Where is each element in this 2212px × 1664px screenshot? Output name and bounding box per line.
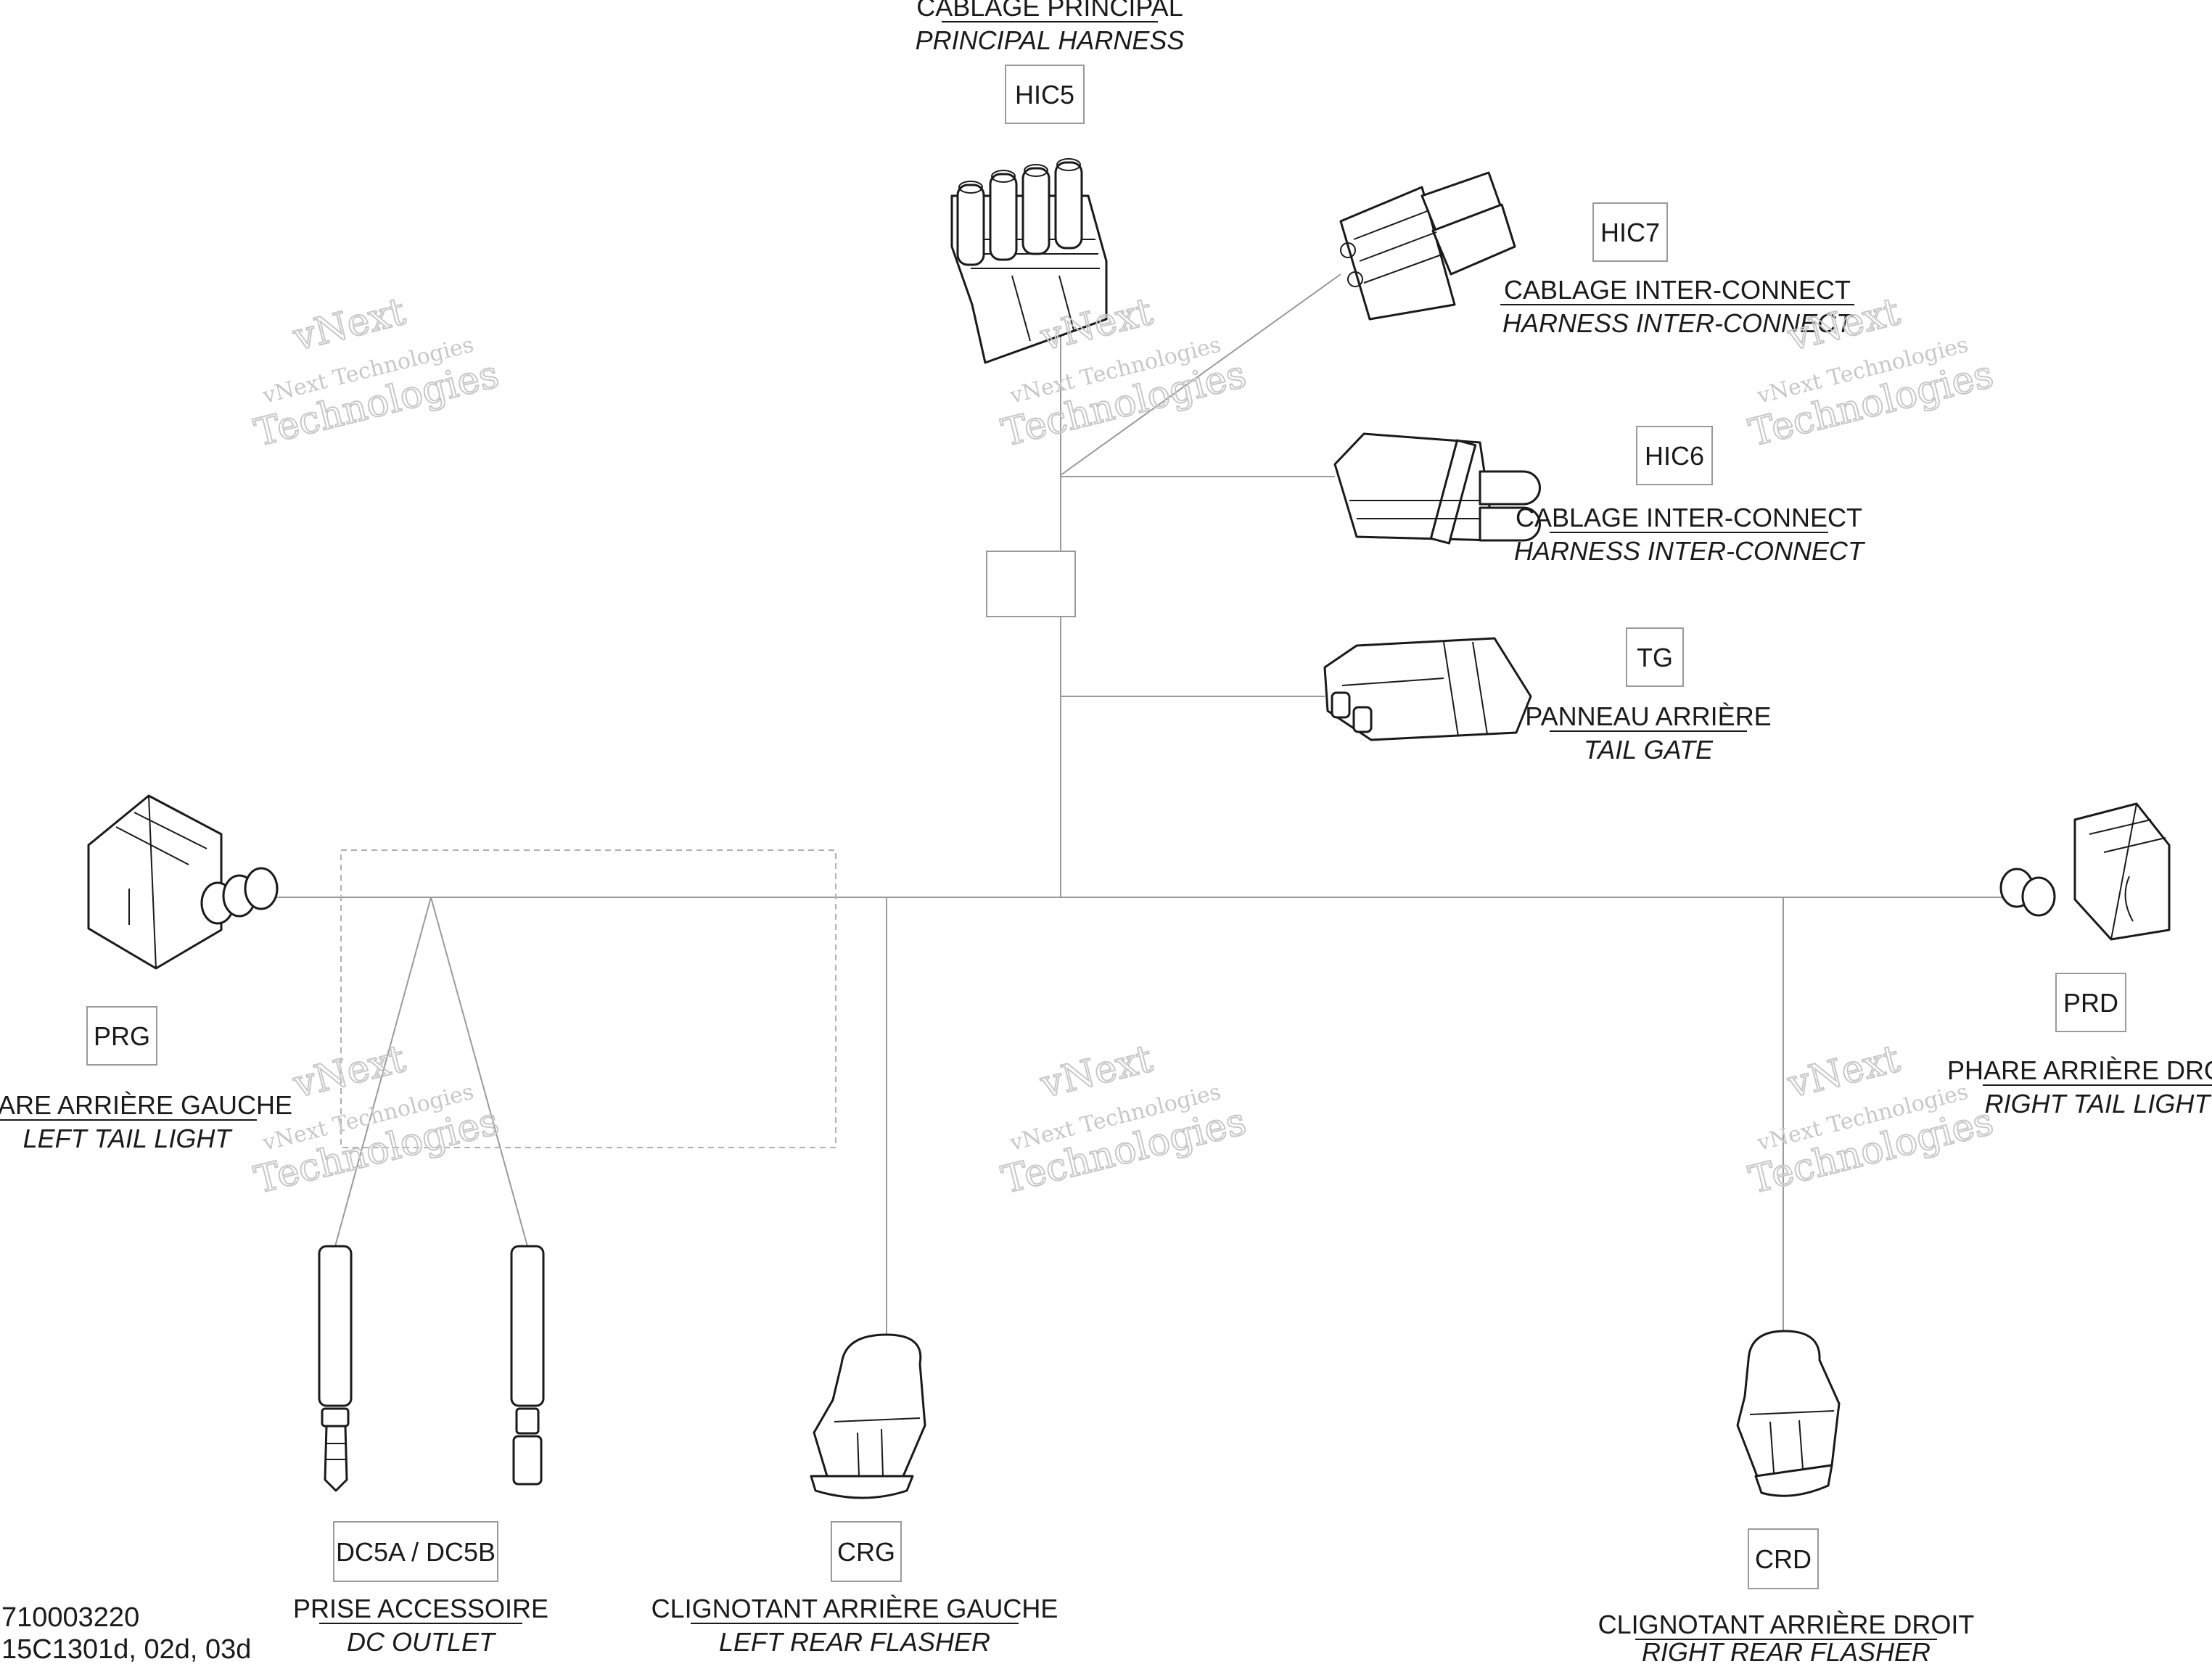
svg-text:vNext: vNext: [1036, 1037, 1157, 1107]
dc5-code-tag: DC5A / DC5B: [333, 1521, 498, 1582]
prg-label-en: LEFT TAIL LIGHT: [23, 1124, 234, 1153]
crg-code-tag: CRG: [831, 1521, 902, 1582]
footer-reference: 15C1301d, 02d, 03d: [1, 1634, 251, 1664]
crg-label-fr: CLIGNOTANT ARRIÈRE GAUCHE: [651, 1594, 1058, 1623]
hic7-connector-icon: [1339, 171, 1516, 321]
hic7-label-en: HARNESS INTER-CONNECT: [1502, 308, 1854, 338]
tg-label: PANNEAU ARRIÈRE TAIL GATE: [1525, 701, 1771, 765]
hic7-label: CABLAGE INTER-CONNECT HARNESS INTER-CONN…: [1500, 275, 1854, 338]
crg-code: CRG: [837, 1537, 895, 1567]
crg-label-en: LEFT REAR FLASHER: [719, 1627, 990, 1657]
wire-harness: [268, 273, 2002, 1338]
crg-label: CLIGNOTANT ARRIÈRE GAUCHE LEFT REAR FLAS…: [651, 1594, 1058, 1657]
prd-code: PRD: [2063, 988, 2118, 1018]
watermark-1: vNext vNext Technologies Technologies: [250, 289, 503, 456]
hic6-label-fr: CABLAGE INTER-CONNECT: [1516, 503, 1862, 532]
tg-label-en: TAIL GATE: [1584, 735, 1714, 765]
prg-code-tag: PRG: [86, 1006, 157, 1066]
tg-connector-icon: [1323, 637, 1532, 741]
crd-code: CRD: [1755, 1544, 1812, 1574]
hic6-connector-icon: [1333, 432, 1541, 545]
hic7-code-tag: HIC7: [1592, 202, 1668, 262]
prd-label: PHARE ARRIÈRE DROIT RIGHT TAIL LIGHT: [1947, 1055, 2212, 1119]
hic6-label: CABLAGE INTER-CONNECT HARNESS INTER-CONN…: [1514, 503, 1866, 566]
tg-label-fr: PANNEAU ARRIÈRE: [1525, 701, 1771, 731]
dc5-label: PRISE ACCESSOIRE DC OUTLET: [293, 1594, 548, 1657]
inline-component-box: [986, 551, 1076, 617]
dc5-label-fr: PRISE ACCESSOIRE: [293, 1594, 548, 1623]
wire-to-hic7: [1060, 273, 1341, 476]
dc5b-connector-icon: [510, 1245, 545, 1486]
hic5-label: CABLAGE PRINCIPAL PRINCIPAL HARNESS: [916, 0, 1185, 55]
tg-code-tag: TG: [1626, 627, 1684, 687]
hic6-code-tag: HIC6: [1636, 426, 1713, 485]
prg-code: PRG: [94, 1021, 150, 1051]
wire-to-dc5a: [334, 897, 432, 1247]
tg-code: TG: [1637, 643, 1673, 672]
wire-to-dc5b: [430, 897, 528, 1247]
prg-connector-icon: [87, 794, 279, 970]
svg-text:vNext: vNext: [289, 1037, 410, 1107]
hic7-label-fr: CABLAGE INTER-CONNECT: [1504, 275, 1851, 305]
hic5-code: HIC5: [1015, 80, 1074, 110]
crd-label-en: RIGHT REAR FLASHER: [1642, 1637, 1931, 1664]
hic6-label-en: HARNESS INTER-CONNECT: [1514, 536, 1866, 566]
watermark-6: vNext vNext Technologies Technologies: [1744, 1037, 1998, 1203]
prd-label-en: RIGHT TAIL LIGHT: [1985, 1089, 2212, 1119]
crd-label: CLIGNOTANT ARRIÈRE DROIT RIGHT REAR FLAS…: [1598, 1610, 1975, 1664]
prg-label-fr: PHARE ARRIÈRE GAUCHE: [0, 1090, 292, 1120]
watermarks: vNext vNext Technologies Technologies vN…: [250, 289, 1998, 1203]
svg-text:vNext: vNext: [1783, 1037, 1904, 1107]
hic5-connector-icon: [950, 158, 1108, 364]
svg-text:vNext: vNext: [289, 290, 410, 360]
footer-part-number: 710003220: [1, 1602, 139, 1633]
crd-label-fr: CLIGNOTANT ARRIÈRE DROIT: [1598, 1610, 1975, 1639]
prd-code-tag: PRD: [2055, 973, 2126, 1032]
prg-label: PHARE ARRIÈRE GAUCHE LEFT TAIL LIGHT: [0, 1090, 292, 1153]
crd-code-tag: CRD: [1748, 1528, 1819, 1589]
dc5-code: DC5A / DC5B: [336, 1537, 496, 1567]
connector-code-tags: HIC5 HIC7 HIC6 TG PRG PRD DC5A / DC5B C: [86, 65, 2126, 1589]
watermark-5: vNext vNext Technologies Technologies: [997, 1037, 1251, 1203]
prd-connector-icon: [1999, 802, 2171, 941]
dc5a-connector-icon: [318, 1245, 353, 1492]
dc5-label-en: DC OUTLET: [347, 1627, 497, 1657]
dc-outlet-zone-outline: [340, 849, 836, 1148]
crd-connector-icon: [1736, 1330, 1841, 1497]
prd-label-fr: PHARE ARRIÈRE DROIT: [1947, 1055, 2212, 1085]
footer: 710003220 15C1301d, 02d, 03d: [1, 1602, 251, 1664]
hic6-code: HIC6: [1645, 441, 1704, 471]
hic5-label-fr: CABLAGE PRINCIPAL: [916, 0, 1183, 22]
hic5-label-en: PRINCIPAL HARNESS: [916, 25, 1185, 55]
hic7-code: HIC7: [1600, 218, 1660, 247]
crg-connector-icon: [810, 1333, 926, 1499]
hic5-code-tag: HIC5: [1005, 65, 1085, 124]
